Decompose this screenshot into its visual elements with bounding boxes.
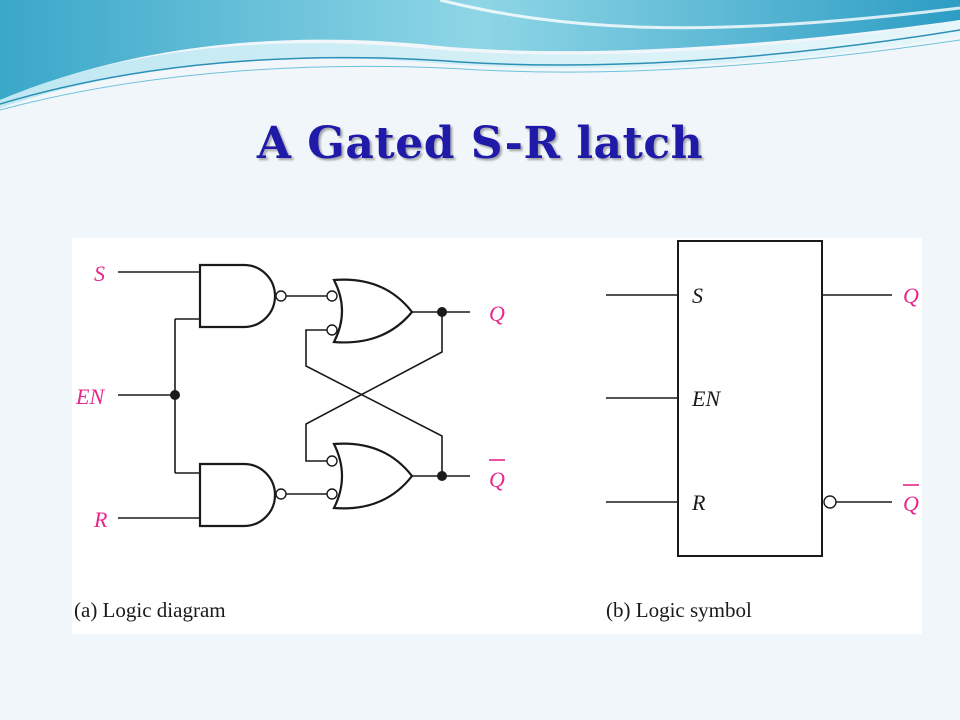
bottom-or-bubble-2 [326,488,338,500]
symbol-s-label: S [692,283,703,308]
q-bar-feedback-wire [305,329,443,476]
top-nand-gate [198,263,277,329]
logic-diagram: S EN R Q Q (a) Logic diagram [74,261,505,622]
bottom-or-bubble-1 [326,455,338,467]
en-junction-dot [170,390,180,400]
symbol-en-label: EN [691,386,721,411]
logic-symbol: S EN R Q Q (b) Logic symbol [606,240,919,622]
q-feedback-wire [305,312,443,462]
top-or-bubble-1 [326,290,338,302]
symbol-box [677,240,823,557]
latch-diagrams: S EN R Q Q (a) Logic diagram S EN R Q Q … [74,240,919,622]
top-or-bubble-2 [326,324,338,336]
symbol-q-label: Q [903,283,919,308]
caption-logic-symbol: (b) Logic symbol [606,598,752,622]
en-label: EN [75,384,105,409]
bottom-nand-gate [198,462,277,528]
symbol-r-label: R [691,490,706,515]
figure-panel: S EN R Q Q (a) Logic diagram S EN R Q Q … [72,238,922,634]
symbol-q-bar-bubble [823,495,837,509]
symbol-q-bar-label: Q [903,491,919,516]
caption-logic-diagram: (a) Logic diagram [74,598,226,622]
q-label: Q [489,301,505,326]
slide-title: A Gated S-R latch [256,118,704,169]
decorative-banner [0,0,960,111]
s-label: S [94,261,105,286]
top-nand-bubble [275,290,287,302]
bottom-nand-bubble [275,488,287,500]
r-label: R [93,507,108,532]
bottom-or-gate [332,442,414,510]
q-bar-label: Q [489,467,505,492]
top-or-gate [332,278,414,344]
